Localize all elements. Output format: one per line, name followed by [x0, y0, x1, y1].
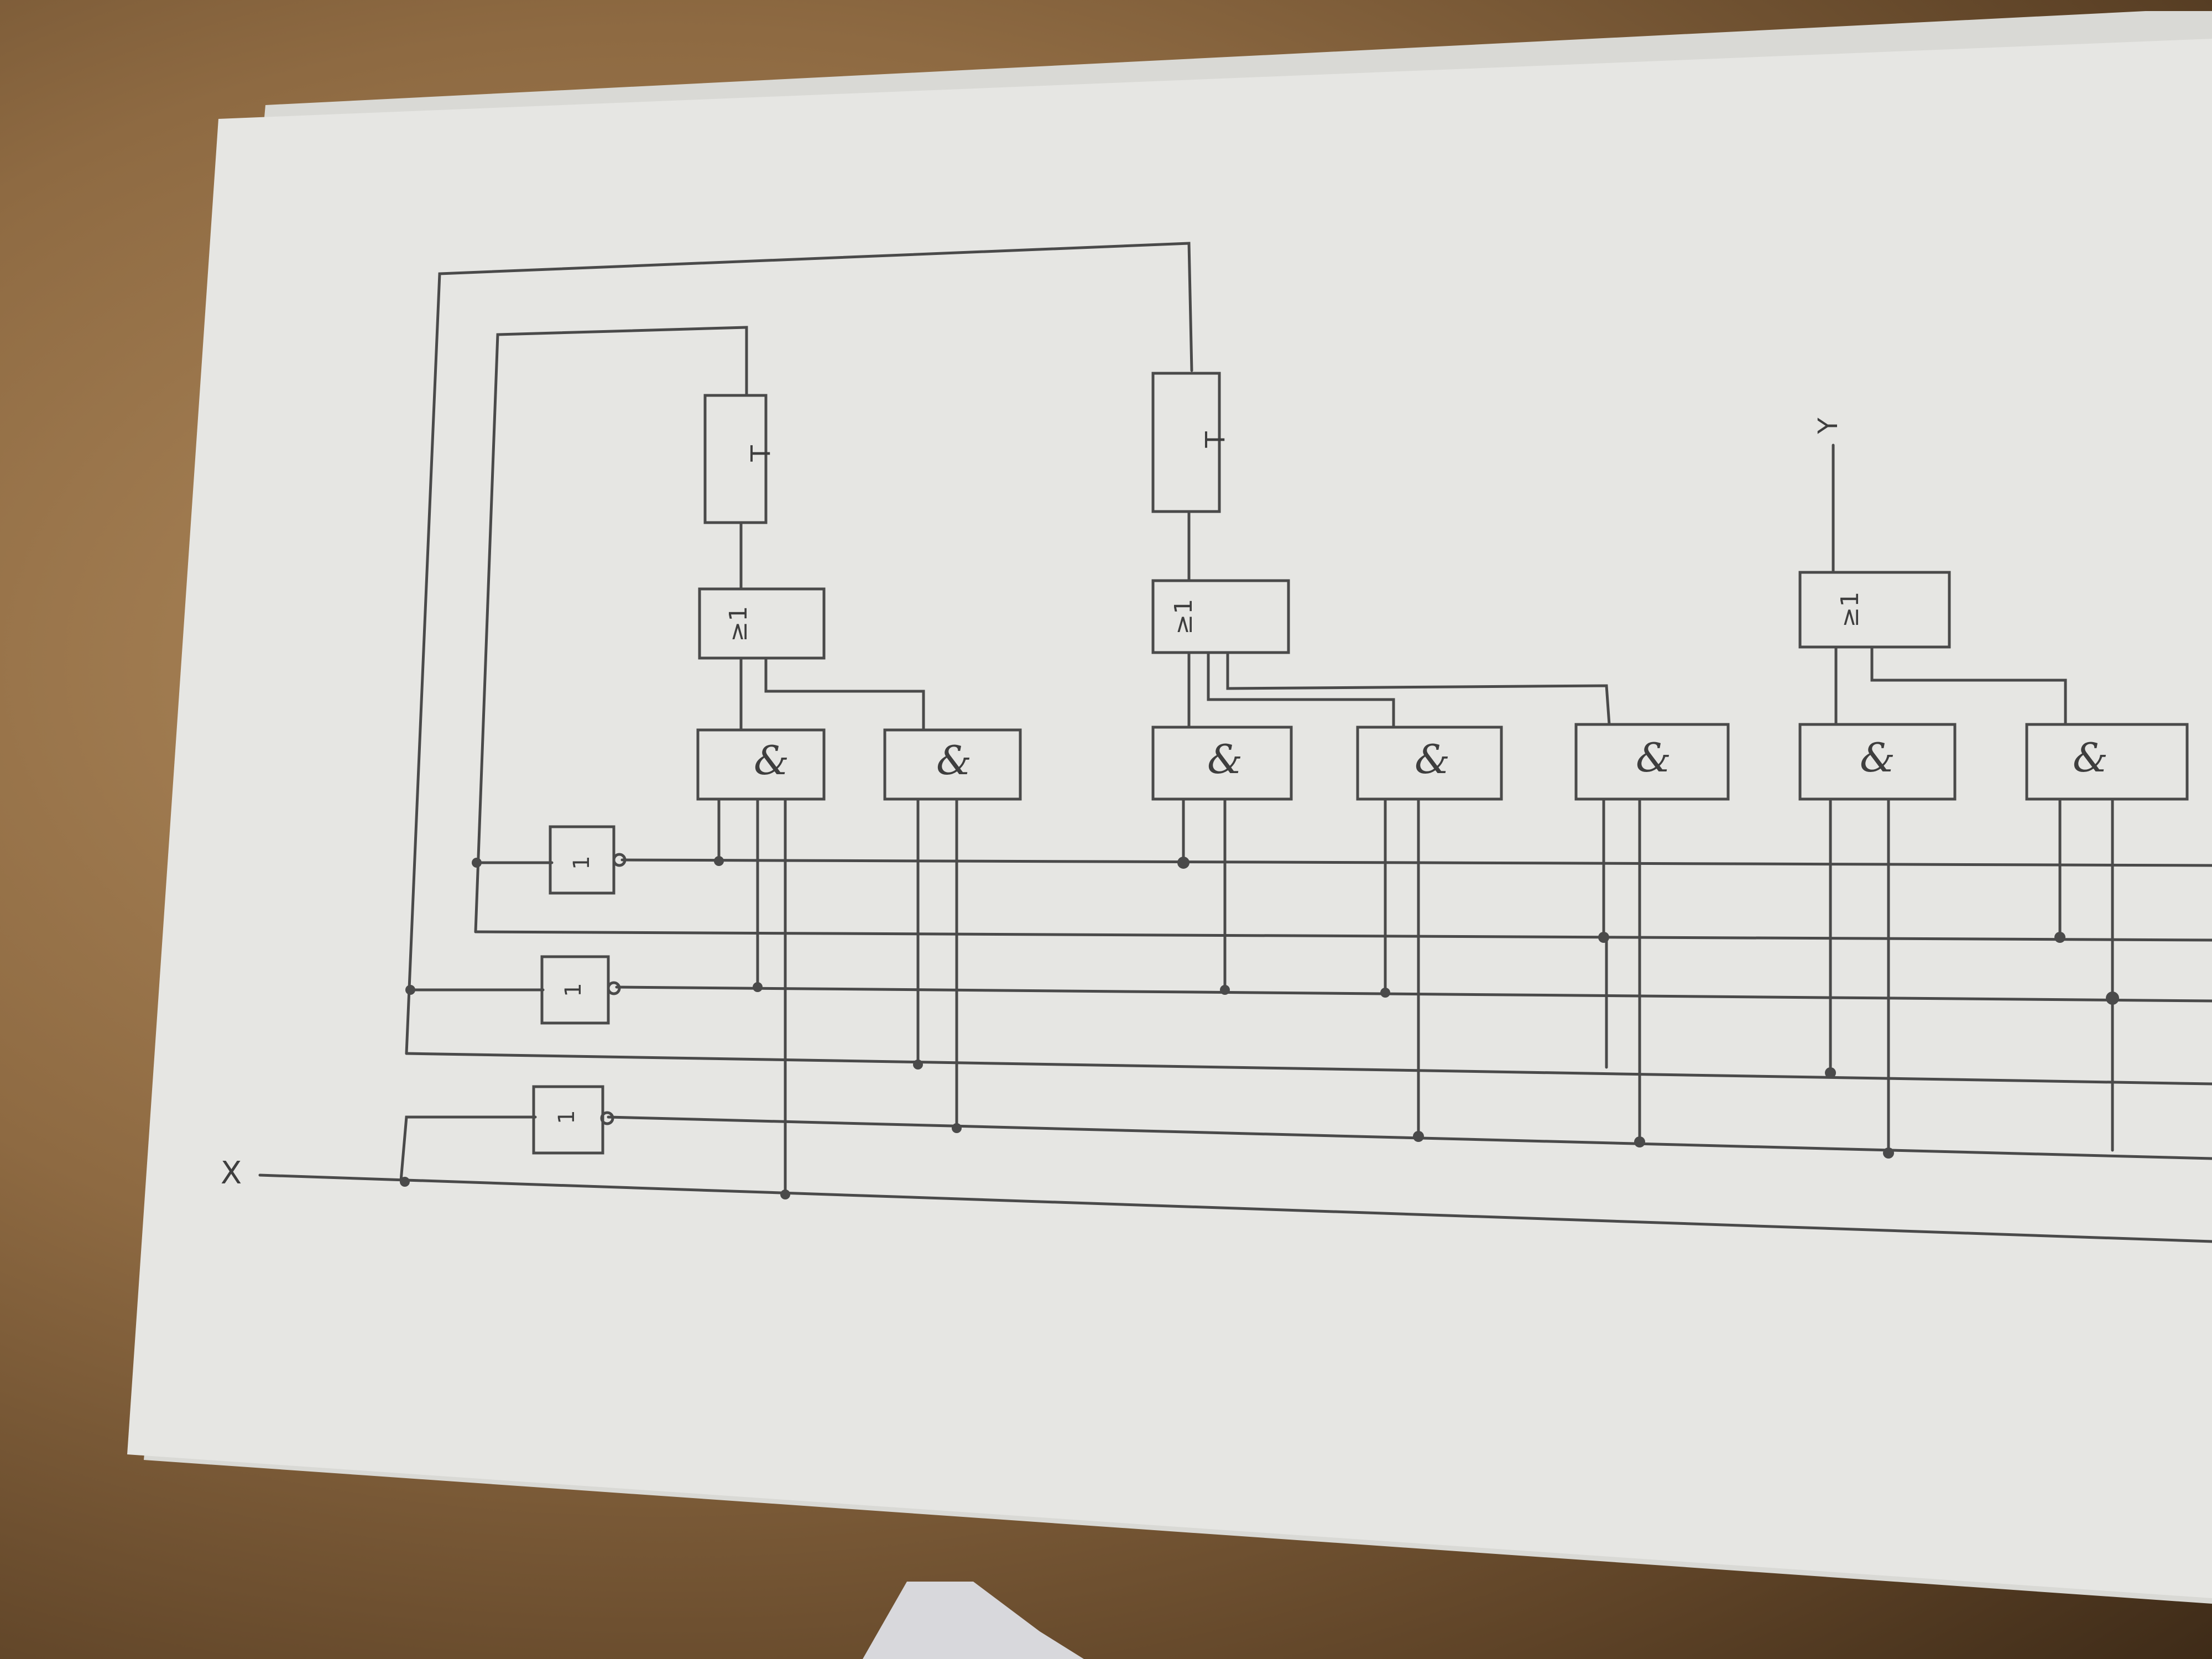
paper-sheet	[127, 39, 2212, 1598]
inverter-2-bubble	[607, 981, 621, 995]
and-gate-3	[1151, 726, 1293, 801]
and-gate-6-symbol: &	[1860, 734, 1895, 781]
flipflop-1	[703, 394, 768, 524]
inverter-2-symbol: 1	[561, 983, 586, 997]
inverter-3-symbol: 1	[554, 1110, 580, 1124]
bus-q2	[405, 1052, 2212, 1086]
and-gate-6	[1798, 723, 1957, 801]
inverter-1-symbol: 1	[569, 855, 594, 869]
and-gate-4-symbol: &	[1415, 736, 1450, 782]
bus-x-bar-left	[399, 1115, 537, 1182]
bus-x	[258, 1173, 2212, 1243]
and-gate-5	[1574, 723, 1730, 801]
bus-x-bar	[607, 1115, 2212, 1160]
or-gate-1-symbol: ≥1	[724, 606, 753, 642]
wire-or2-and4	[1207, 651, 1395, 729]
or-gate-2	[1151, 579, 1290, 654]
flipflop-2-symbol: T	[1200, 431, 1231, 448]
feedback-wire-outer	[405, 242, 1193, 1055]
and-gate-1	[696, 728, 826, 801]
output-label-y: Y	[1813, 418, 1844, 435]
and-gate-7-symbol: &	[2073, 734, 2108, 781]
input-label-x: X	[221, 1155, 242, 1191]
bus-q2-bar	[615, 985, 2212, 1003]
inverter-1-bubble	[612, 853, 627, 867]
and-gate-4	[1356, 726, 1503, 801]
junction-dots	[400, 856, 2119, 1199]
and-gate-2-symbol: &	[936, 737, 972, 784]
bus-q1	[474, 930, 2212, 942]
or-gate-3	[1798, 571, 1951, 649]
and-gate-2	[883, 728, 1022, 801]
or-gate-3-symbol: ≥1	[1836, 592, 1864, 628]
inverter-3-bubble	[600, 1111, 614, 1125]
flipflop-1-symbol: T	[745, 445, 776, 462]
flipflop-2	[1151, 372, 1221, 513]
wire-or2-and5	[1226, 651, 1611, 726]
wire-or1-and2	[764, 656, 925, 732]
or-gate-1	[698, 587, 826, 660]
or-gate-2-symbol: ≥1	[1170, 599, 1198, 635]
white-object-corner	[863, 1582, 1084, 1659]
and-gate-7	[2025, 723, 2189, 801]
and-gate-3-symbol: &	[1207, 736, 1243, 782]
and-gate-5-symbol: &	[1636, 734, 1671, 781]
wire-or3-and7	[1870, 645, 2067, 726]
feedback-wire-inner	[474, 326, 748, 933]
and-gate-1-symbol: &	[754, 737, 789, 784]
